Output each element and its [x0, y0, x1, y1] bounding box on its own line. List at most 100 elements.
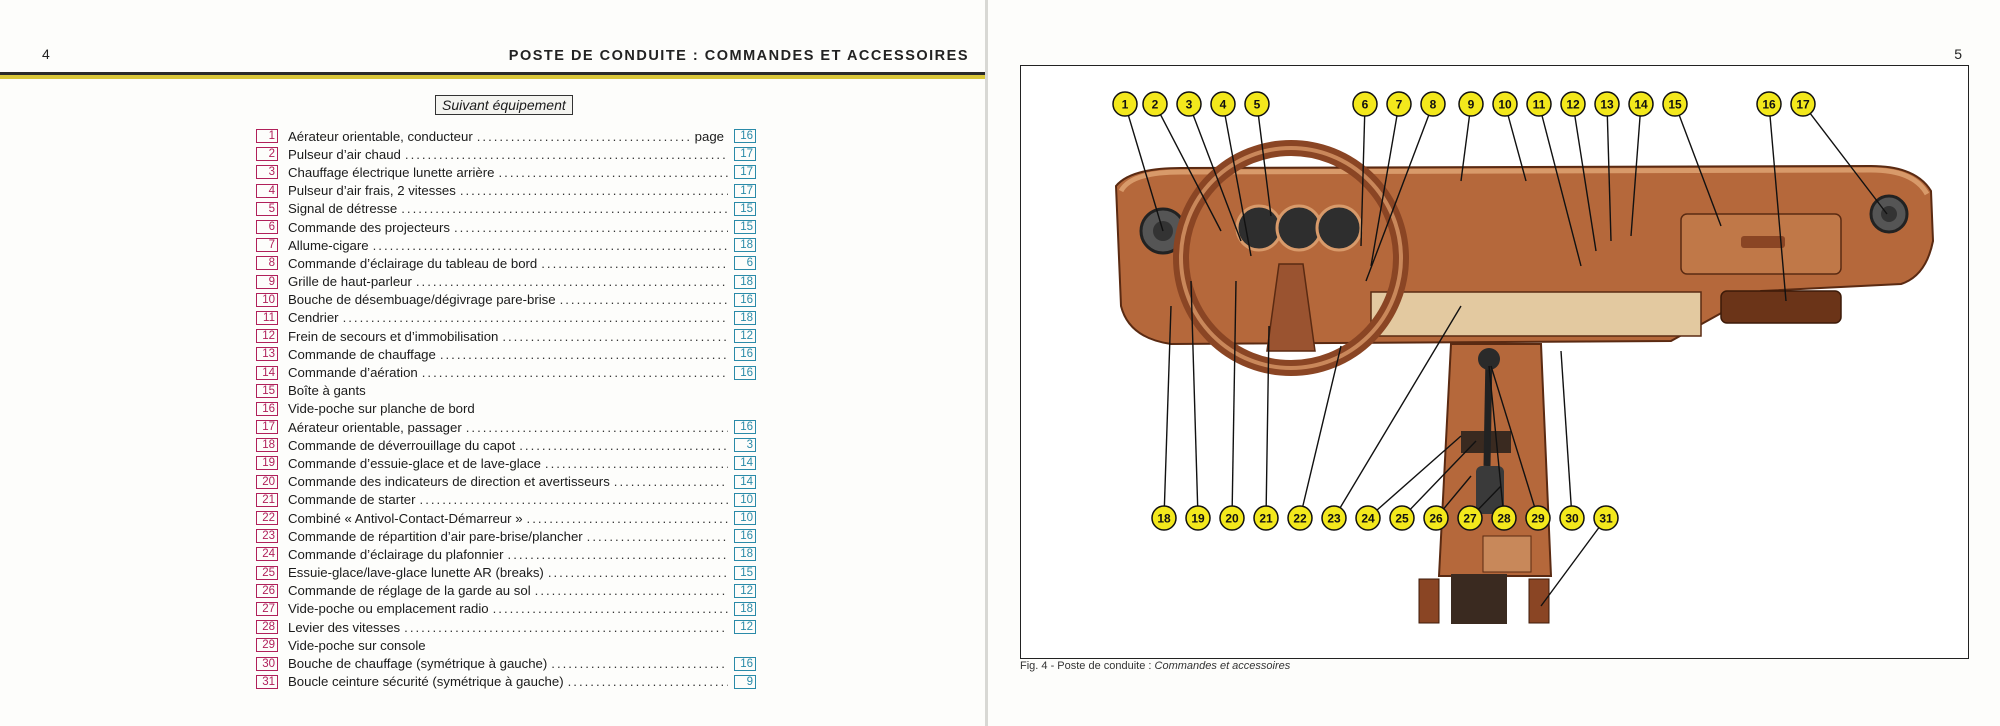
page-reference: 16	[734, 129, 756, 143]
callout-number: 4	[1220, 98, 1227, 112]
page-reference: 10	[734, 493, 756, 507]
legend-item: 31 Boucle ceinture sécurité (symétrique à…	[256, 673, 756, 691]
callout-leader-line	[1266, 326, 1269, 518]
item-number: 29	[256, 638, 278, 652]
leader-dots	[519, 438, 728, 453]
page-number: 4	[42, 46, 50, 62]
page-reference: 15	[734, 220, 756, 234]
legend-item: 26Commande de réglage de la garde au sol…	[256, 582, 756, 600]
item-label: Commande des indicateurs de direction et…	[288, 474, 610, 489]
item-label: Boîte à gants	[288, 383, 366, 398]
leader-dots	[466, 420, 728, 435]
item-label: Commande de déverrouillage du capot	[288, 438, 515, 453]
item-label: Vide-poche sur planche de bord	[288, 401, 475, 416]
item-number: 17	[256, 420, 278, 434]
item-label: Signal de détresse	[288, 201, 397, 216]
page-reference: 16	[734, 529, 756, 543]
page-number: 5	[1954, 46, 1962, 62]
page-reference: 18	[734, 311, 756, 325]
item-number: 31	[256, 675, 278, 689]
leader-dots	[548, 565, 728, 580]
item-label: Pulseur d’air frais, 2 vitesses	[288, 183, 456, 198]
callout-number: 21	[1259, 512, 1273, 526]
item-label: Bouche de chauffage (symétrique à gauche…	[288, 656, 547, 671]
legend-item: 1Aérateur orientable, conducteurpage16	[256, 127, 756, 145]
callout-number: 6	[1362, 98, 1369, 112]
item-number: 7	[256, 238, 278, 252]
leader-dots	[422, 365, 728, 380]
legend-item: 24Commande d’éclairage du plafonnier18	[256, 545, 756, 563]
page-reference: 9	[734, 675, 756, 689]
page-reference: 16	[734, 347, 756, 361]
callout-number: 3	[1186, 98, 1193, 112]
leader-dots	[560, 292, 728, 307]
item-number: 26	[256, 584, 278, 598]
callout-number: 31	[1599, 512, 1613, 526]
legend-item: 9Grille de haut-parleur18	[256, 273, 756, 291]
item-label: Levier des vitesses	[288, 620, 400, 635]
item-label: Essuie-glace/lave-glace lunette AR (brea…	[288, 565, 544, 580]
page-reference: 17	[734, 184, 756, 198]
item-number: 5	[256, 202, 278, 216]
leader-dots	[454, 220, 728, 235]
leader-dots	[493, 601, 728, 616]
item-label: Bouche de désembuage/dégivrage pare-bris…	[288, 292, 556, 307]
leader-dots	[508, 547, 728, 562]
item-number: 6	[256, 220, 278, 234]
item-number: 22	[256, 511, 278, 525]
legend-item: 15Boîte à gants	[256, 382, 756, 400]
page-reference: 16	[734, 420, 756, 434]
item-number: 9	[256, 275, 278, 289]
page-reference: 17	[734, 165, 756, 179]
header-title: POSTE DE CONDUITE : COMMANDES ET ACCESSO…	[509, 48, 969, 64]
leader-dots	[614, 474, 728, 489]
item-number: 10	[256, 293, 278, 307]
legend-list: 1Aérateur orientable, conducteurpage162P…	[256, 127, 756, 691]
page-reference: 10	[734, 511, 756, 525]
page-reference: 18	[734, 238, 756, 252]
leader-dots	[405, 147, 728, 162]
callout-number: 7	[1396, 98, 1403, 112]
callout-number: 20	[1225, 512, 1239, 526]
legend-item: 23Commande de répartition d’air pare-bri…	[256, 527, 756, 545]
callout-number: 5	[1254, 98, 1261, 112]
subtitle-box: Suivant équipement	[435, 95, 573, 115]
callout-number: 1	[1122, 98, 1129, 112]
item-number: 21	[256, 493, 278, 507]
leader-dots	[477, 129, 689, 144]
item-label: Aérateur orientable, passager	[288, 420, 462, 435]
legend-item: 22Combiné « Antivol-Contact-Démarreur »1…	[256, 509, 756, 527]
item-number: 11	[256, 311, 278, 325]
leader-dots	[401, 201, 728, 216]
page-reference: 18	[734, 602, 756, 616]
leader-dots	[568, 674, 728, 689]
legend-item: 11Cendrier18	[256, 309, 756, 327]
item-number: 12	[256, 329, 278, 343]
callout-number: 11	[1533, 98, 1546, 112]
item-number: 14	[256, 366, 278, 380]
page-reference: 6	[734, 256, 756, 270]
item-label: Commande de chauffage	[288, 347, 436, 362]
leader-dots	[404, 620, 728, 635]
gauge-right	[1317, 206, 1361, 250]
seat-buckle-left	[1419, 579, 1439, 623]
callout-number: 17	[1796, 98, 1810, 112]
page-reference: 15	[734, 202, 756, 216]
item-number: 16	[256, 402, 278, 416]
page-reference: 12	[734, 620, 756, 634]
callout-number: 25	[1395, 512, 1409, 526]
item-label: Frein de secours et d’immobilisation	[288, 329, 498, 344]
item-label: Boucle ceinture sécurité (symétrique à g…	[288, 674, 564, 689]
callout-number: 14	[1634, 98, 1648, 112]
item-label: Aérateur orientable, conducteur	[288, 129, 473, 144]
callout-number: 16	[1762, 98, 1776, 112]
page-word: page	[695, 129, 724, 144]
page-reference: 12	[734, 584, 756, 598]
callout-leader-line	[1561, 351, 1572, 518]
leader-dots	[343, 310, 728, 325]
